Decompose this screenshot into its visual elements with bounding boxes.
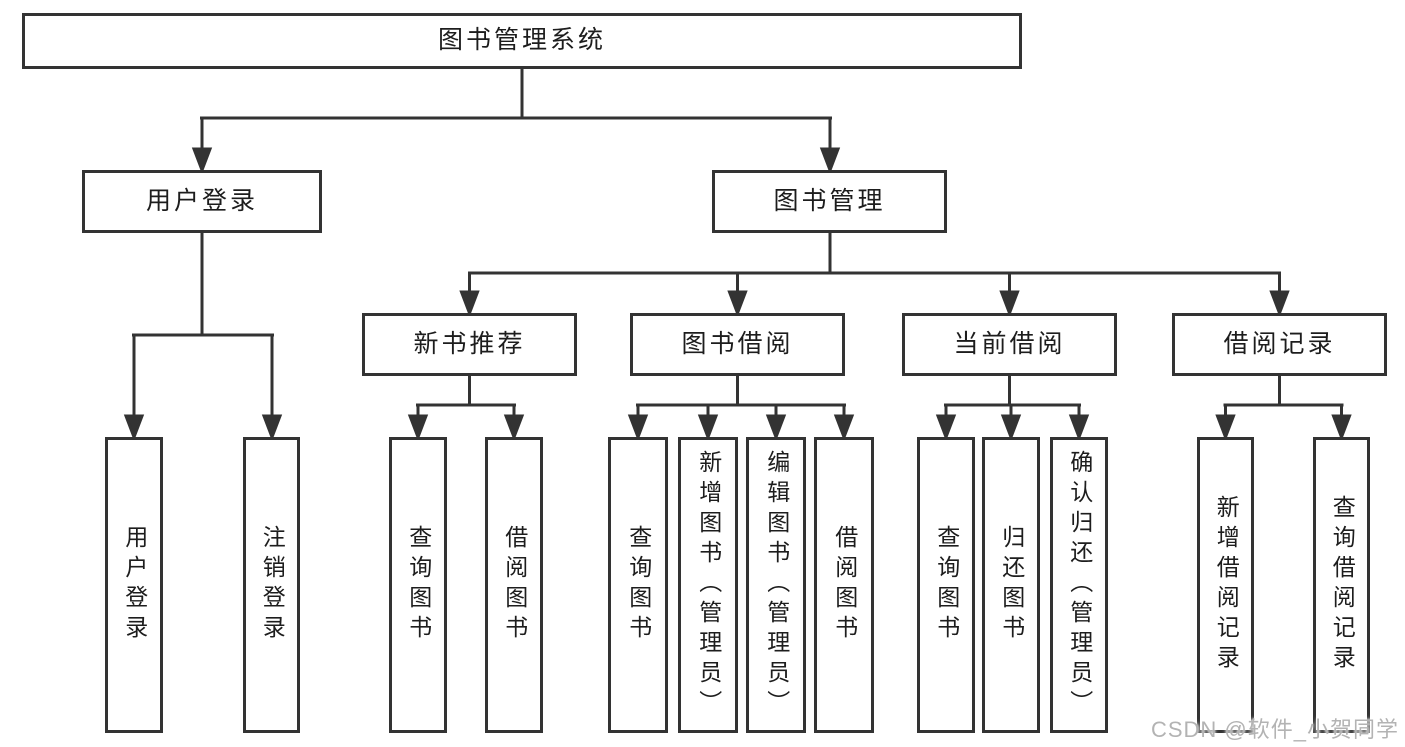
arrow-down-icon [697, 414, 719, 442]
arrow-down-icon [1000, 414, 1022, 442]
connector-root-to-level2 [191, 69, 841, 175]
arrow-down-icon [261, 414, 283, 442]
node-book-borrowing: 图书借阅 [630, 313, 845, 376]
csdn-watermark: CSDN @软件_小贺同学 [1150, 717, 1399, 742]
arrow-down-icon [935, 414, 957, 442]
arrow-down-icon [123, 414, 145, 442]
connector-borrowing-records-to-leaves [1215, 376, 1352, 442]
arrow-down-icon [191, 147, 213, 175]
arrow-down-icon [627, 414, 649, 442]
arrow-down-icon [833, 414, 855, 442]
arrow-down-icon [1331, 414, 1352, 442]
arrow-down-icon [1215, 414, 1236, 442]
connector-new-book-recommend-to-leaves [407, 376, 525, 442]
leaf-logout: 注销登录 [243, 437, 300, 733]
leaf-query-books-recommend: 查询图书 [389, 437, 447, 733]
leaf-add-borrow-record: 新增借阅记录 [1197, 437, 1254, 733]
node-user-login: 用户登录 [82, 170, 322, 233]
leaf-borrow-books-borrowing: 借阅图书 [814, 437, 874, 733]
arrow-down-icon [727, 290, 748, 318]
leaf-query-borrow-record: 查询借阅记录 [1313, 437, 1370, 733]
leaf-borrow-books-recommend: 借阅图书 [485, 437, 543, 733]
node-book-management: 图书管理 [712, 170, 947, 233]
arrow-down-icon [459, 290, 480, 318]
arrow-down-icon [819, 147, 841, 175]
connector-user-login-to-leaves [123, 233, 283, 442]
node-root: 图书管理系统 [22, 13, 1022, 69]
node-borrowing-records: 借阅记录 [1172, 313, 1387, 376]
arrow-down-icon [1068, 414, 1090, 442]
leaf-return-books: 归还图书 [982, 437, 1040, 733]
leaf-confirm-return-admin: 确认归还（管理员） [1050, 437, 1108, 733]
arrow-down-icon [999, 290, 1020, 318]
arrow-down-icon [765, 414, 787, 442]
leaf-query-books-borrowing: 查询图书 [608, 437, 668, 733]
connector-current-borrowing-to-leaves [935, 376, 1090, 442]
arrow-down-icon [503, 414, 525, 442]
arrow-down-icon [1269, 290, 1290, 318]
leaf-user-login: 用户登录 [105, 437, 163, 733]
leaf-edit-books-admin: 编辑图书（管理员） [746, 437, 806, 733]
leaf-add-books-admin: 新增图书（管理员） [678, 437, 738, 733]
node-new-book-recommend: 新书推荐 [362, 313, 577, 376]
connector-book-borrowing-to-leaves [627, 376, 855, 442]
connector-book-management-to-level3 [459, 233, 1290, 318]
node-current-borrowing: 当前借阅 [902, 313, 1117, 376]
arrow-down-icon [407, 414, 429, 442]
leaf-query-books-current: 查询图书 [917, 437, 975, 733]
